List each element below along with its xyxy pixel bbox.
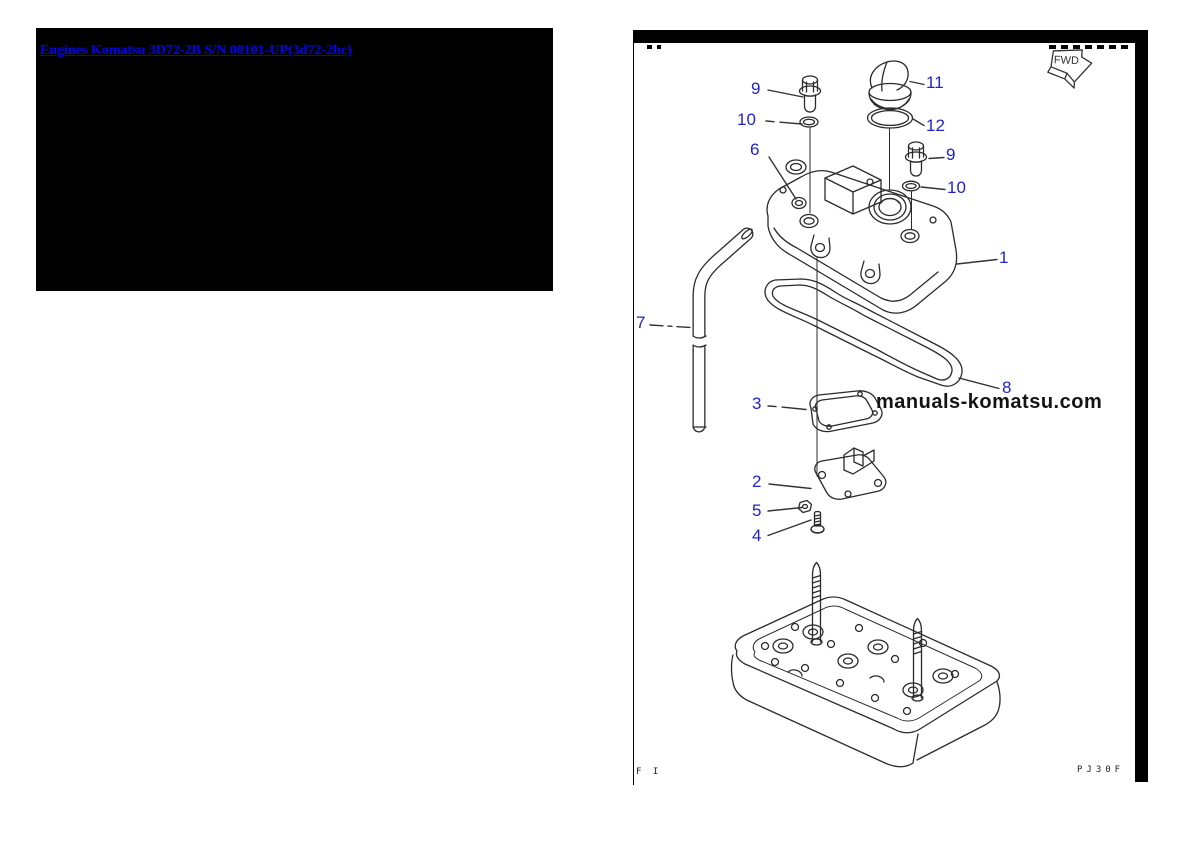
cylinder-head-art <box>730 561 1001 768</box>
scan-border-top <box>633 30 1148 43</box>
diagram-line-art: FWD <box>649 49 1093 768</box>
bolt-art <box>798 75 822 113</box>
scan-mark <box>1121 45 1128 49</box>
figure-code-right: PJ30F <box>1077 765 1125 775</box>
scan-mark <box>1097 45 1104 49</box>
callout-part-1: 1 <box>999 248 1009 267</box>
callout-part-6: 6 <box>750 140 760 159</box>
bolt-art <box>904 141 928 177</box>
hose-art <box>690 227 754 433</box>
small-gasket-art <box>809 390 883 433</box>
scan-mark <box>1085 45 1092 49</box>
valve-cover-art <box>766 159 958 314</box>
o-ring-art <box>799 116 819 128</box>
callout-part-10: 10 <box>737 110 756 129</box>
callout-part-11: 11 <box>926 73 944 92</box>
figure-code-left: F I <box>636 767 662 777</box>
callout-part-4: 4 <box>752 526 762 545</box>
model-breadcrumb-link[interactable]: Engines Komatsu 3D72-2B S/N 00101-UP(3d7… <box>40 43 352 58</box>
callout-part-2: 2 <box>752 472 762 491</box>
fwd-arrow-icon: FWD <box>1047 49 1093 89</box>
parts-diagram: FWD 9 10 6 11 12 9 10 1 7 8 3 2 5 4 manu… <box>633 30 1148 785</box>
leader-lines <box>649 80 1000 537</box>
cover-gasket-art <box>764 278 963 387</box>
callout-part-3: 3 <box>752 394 762 413</box>
header-panel: Engines Komatsu 3D72-2B S/N 00101-UP(3d7… <box>36 28 553 291</box>
callout-part-10b: 10 <box>947 178 966 197</box>
callout-part-9: 9 <box>751 79 761 98</box>
scan-mark <box>647 45 652 49</box>
callout-part-5: 5 <box>752 501 762 520</box>
fwd-label: FWD <box>1054 54 1080 67</box>
scan-border-right <box>1135 30 1148 782</box>
scan-mark <box>1061 45 1068 49</box>
callout-part-8: 8 <box>1002 378 1012 397</box>
assembly-axis-lines <box>809 127 912 477</box>
scan-mark <box>657 45 661 49</box>
o-ring-art <box>866 107 914 129</box>
callout-part-12: 12 <box>926 116 945 135</box>
o-ring-art <box>901 180 921 192</box>
small-bolt-art <box>810 510 825 534</box>
scan-mark <box>1073 45 1080 49</box>
watermark: manuals-komatsu.com <box>876 391 1103 413</box>
callout-part-7: 7 <box>636 313 646 332</box>
scan-mark <box>1109 45 1116 49</box>
scan-border-left <box>633 30 634 785</box>
scan-mark <box>1049 45 1056 49</box>
oil-cap-art <box>868 60 912 111</box>
bracket-art <box>814 447 887 500</box>
nut-art <box>797 499 813 514</box>
callout-part-9b: 9 <box>946 145 956 164</box>
